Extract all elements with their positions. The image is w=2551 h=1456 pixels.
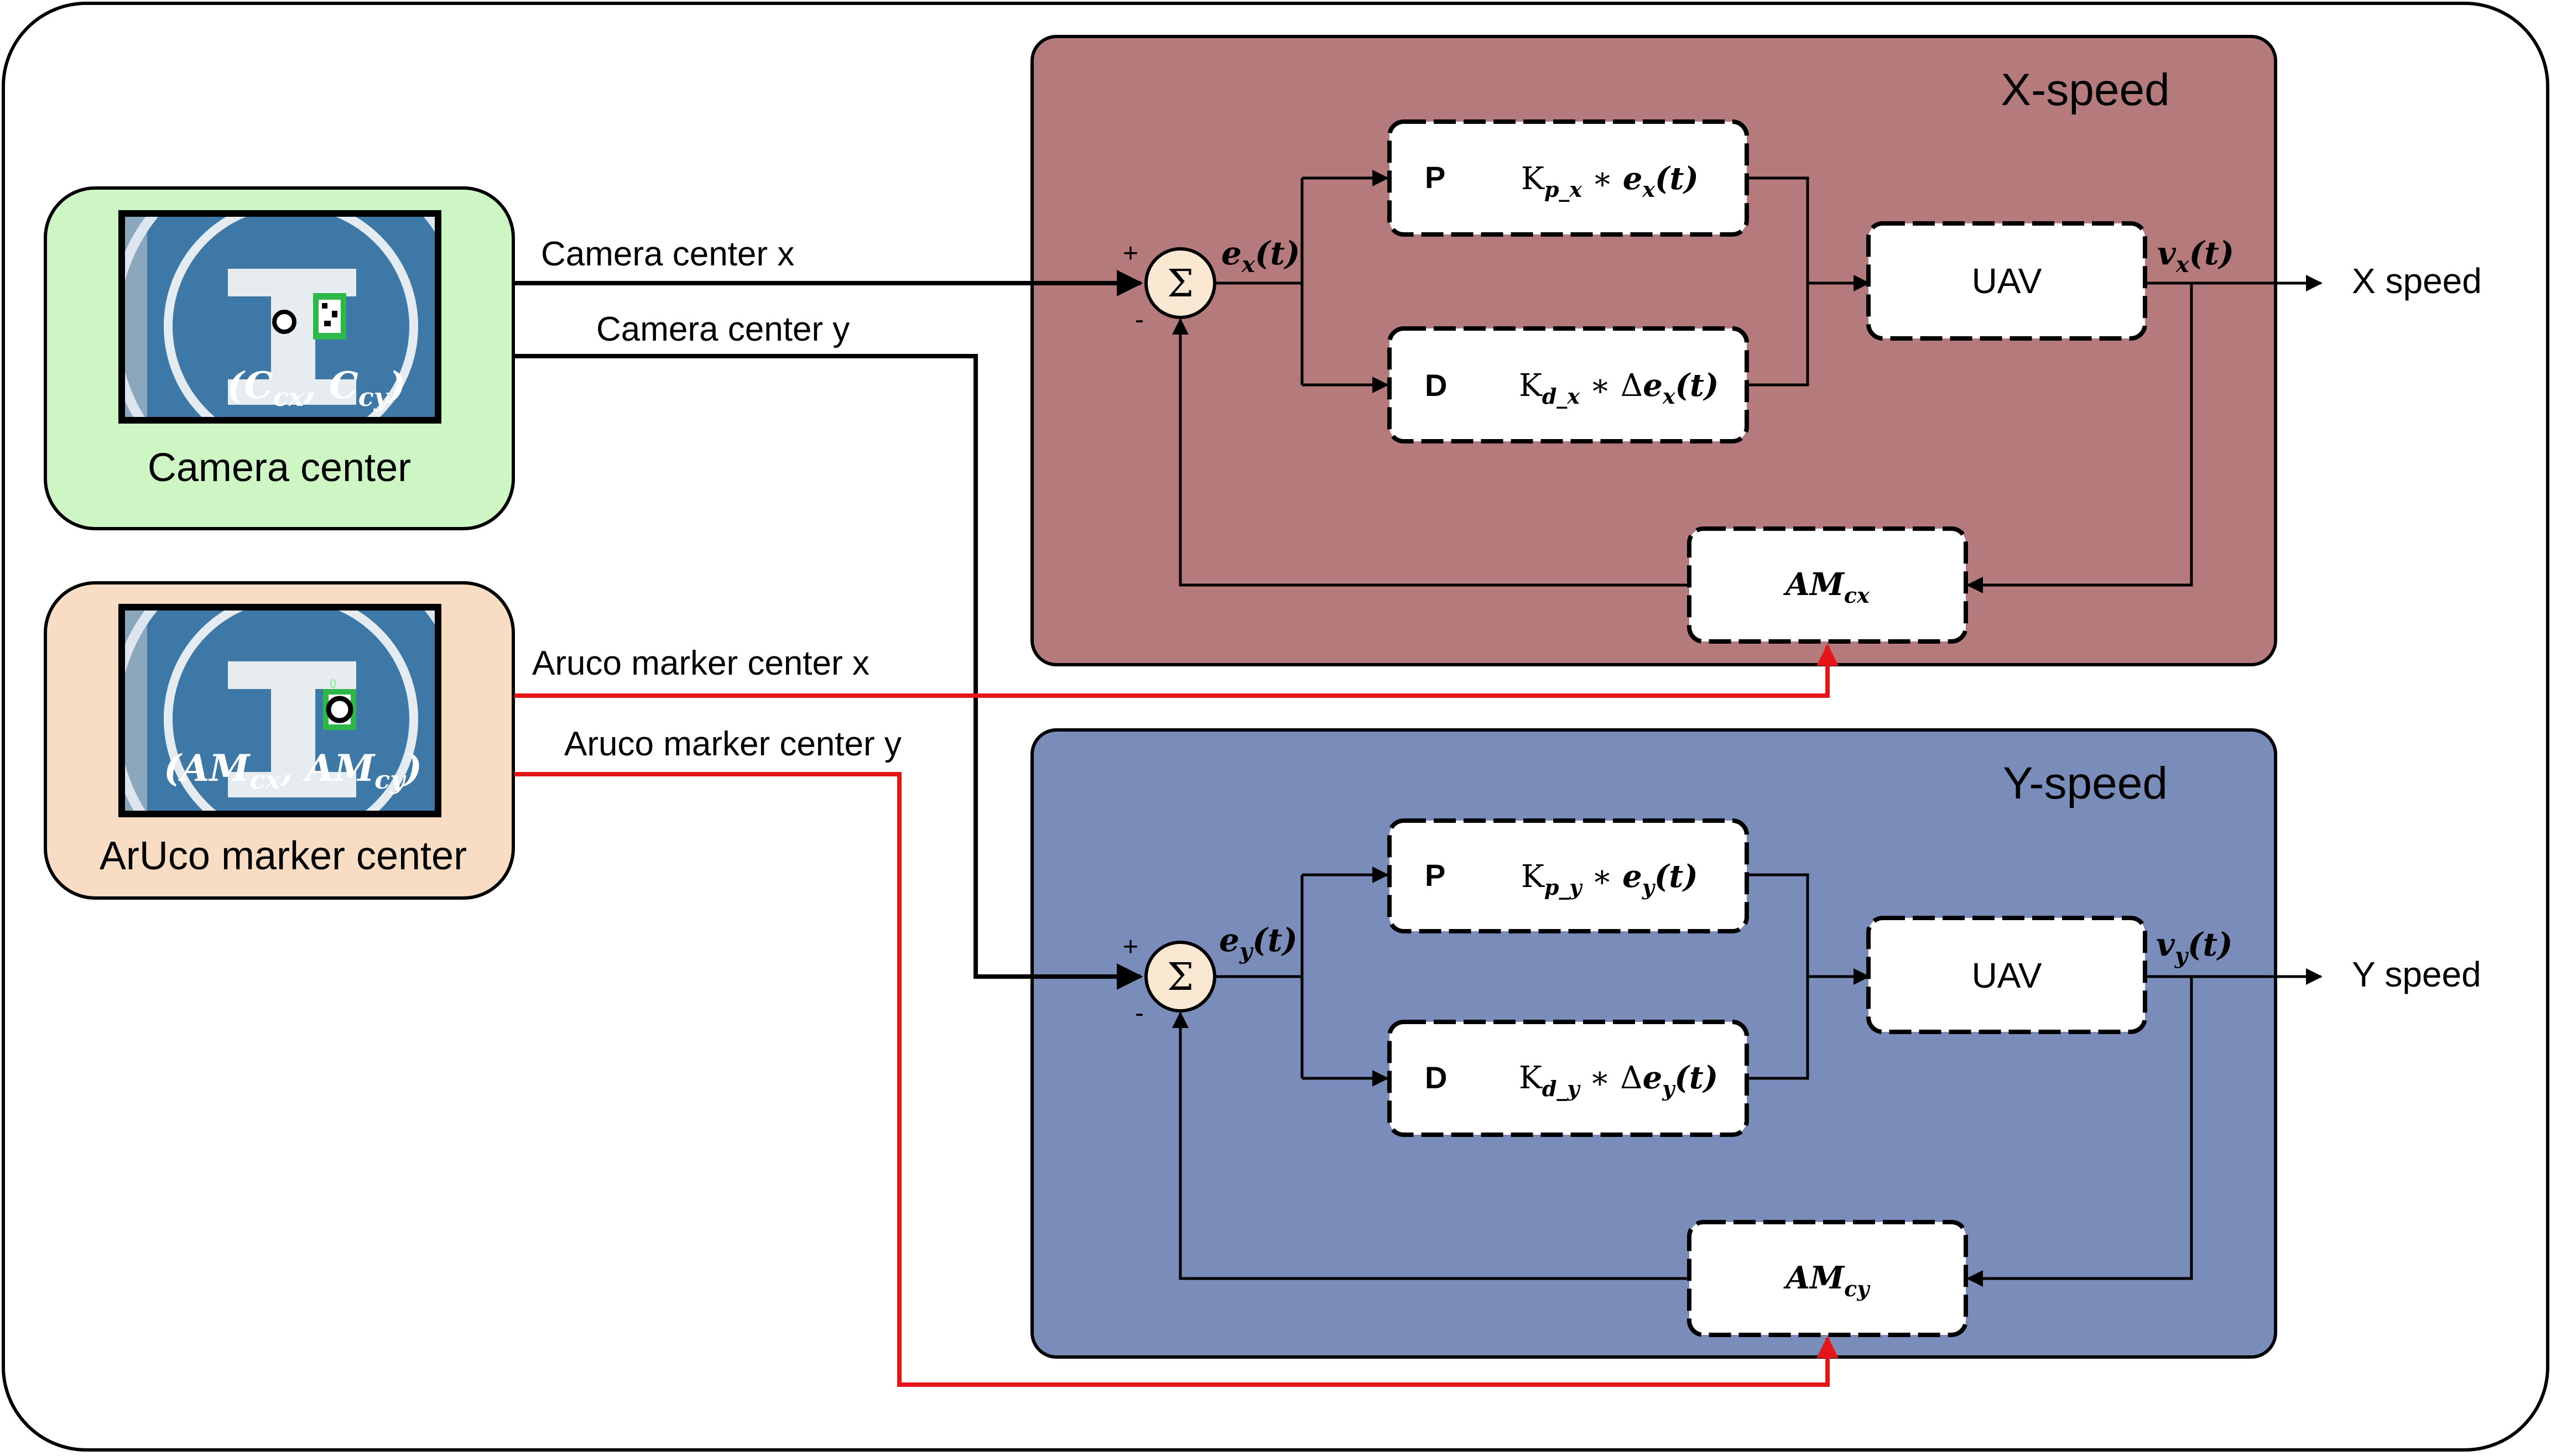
camera-center-y-line bbox=[514, 354, 1143, 990]
x-p-formula: Kp_x ∗ ex(t) bbox=[1521, 160, 1699, 202]
x-velocity-signal: vx(t) bbox=[2157, 234, 2234, 278]
y-p-letter: P bbox=[1425, 858, 1445, 893]
x-feedback-block bbox=[1687, 526, 1968, 644]
x-feedback-label: AMcx bbox=[1783, 566, 1870, 608]
y-loop: Σ + - ey(t) P Kp_y ∗ ey(t) D Kd_y ∗ Δey(… bbox=[1123, 818, 2481, 1337]
x-sum-symbol: Σ bbox=[1167, 262, 1194, 306]
x-error-signal: ex(t) bbox=[1221, 234, 1300, 278]
y-error-signal: ey(t) bbox=[1219, 921, 1298, 964]
aruco-marker-center-label: ArUco marker center bbox=[100, 834, 467, 878]
x-p-block bbox=[1387, 119, 1749, 237]
y-d-formula: Kd_y ∗ Δey(t) bbox=[1519, 1060, 1718, 1101]
y-d-letter: D bbox=[1425, 1060, 1447, 1095]
x-speed-output-label: X speed bbox=[2352, 261, 2482, 301]
y-uav-label: UAV bbox=[1972, 956, 2042, 995]
x-d-formula: Kd_x ∗ Δex(t) bbox=[1519, 367, 1719, 409]
camera-coords: (Ccx, Ccy) bbox=[227, 364, 406, 412]
aruco-marker-center-x-label: Aruco marker center x bbox=[532, 644, 870, 682]
y-p-block bbox=[1387, 818, 1749, 933]
x-p-letter: P bbox=[1425, 160, 1445, 195]
y-uav-block bbox=[1866, 916, 2147, 1034]
y-plus-sign: + bbox=[1123, 932, 1138, 962]
aruco-marker-photo: 0 (AMcx, AMcy) bbox=[118, 604, 441, 817]
aruco-marker-center-y-line bbox=[514, 772, 1839, 1387]
camera-center-dot bbox=[272, 310, 296, 334]
x-plus-sign: + bbox=[1123, 239, 1138, 268]
camera-center-x-label: Camera center x bbox=[541, 235, 794, 273]
x-speed-title: X-speed bbox=[2001, 65, 2169, 115]
y-summing-junction bbox=[1144, 941, 1216, 1013]
x-summing-junction bbox=[1144, 247, 1216, 319]
camera-center-label: Camera center bbox=[148, 446, 411, 490]
y-minus-sign: - bbox=[1135, 999, 1144, 1028]
camera-photo: (Ccx, Ccy) bbox=[118, 210, 441, 424]
y-feedback-block bbox=[1687, 1220, 1968, 1337]
x-minus-sign: - bbox=[1135, 305, 1144, 335]
y-d-block bbox=[1387, 1020, 1749, 1137]
y-p-formula: Kp_y ∗ ey(t) bbox=[1521, 858, 1698, 900]
x-d-letter: D bbox=[1425, 368, 1447, 403]
y-velocity-signal: vy(t) bbox=[2156, 926, 2233, 969]
aruco-marker-coords: (AMcx, AMcy) bbox=[164, 747, 422, 795]
x-loop: Σ + - ex(t) P Kp_x ∗ ex(t) D Kd_x ∗ Δex(… bbox=[1123, 119, 2482, 644]
y-speed-title: Y-speed bbox=[2003, 758, 2168, 808]
aruco-marker-id: 0 bbox=[330, 677, 336, 691]
x-uav-block bbox=[1866, 221, 2147, 341]
y-sum-symbol: Σ bbox=[1167, 956, 1194, 999]
x-uav-label: UAV bbox=[1972, 261, 2042, 301]
x-d-block bbox=[1387, 326, 1749, 443]
camera-center-y-label: Camera center y bbox=[596, 310, 850, 348]
aruco-marker-center-dot bbox=[326, 696, 353, 723]
y-feedback-label: AMcy bbox=[1783, 1260, 1871, 1301]
aruco-marker-center-y-label: Aruco marker center y bbox=[564, 725, 902, 763]
y-speed-output-label: Y speed bbox=[2352, 954, 2481, 994]
aruco-marker-center-x-line bbox=[514, 644, 1839, 698]
